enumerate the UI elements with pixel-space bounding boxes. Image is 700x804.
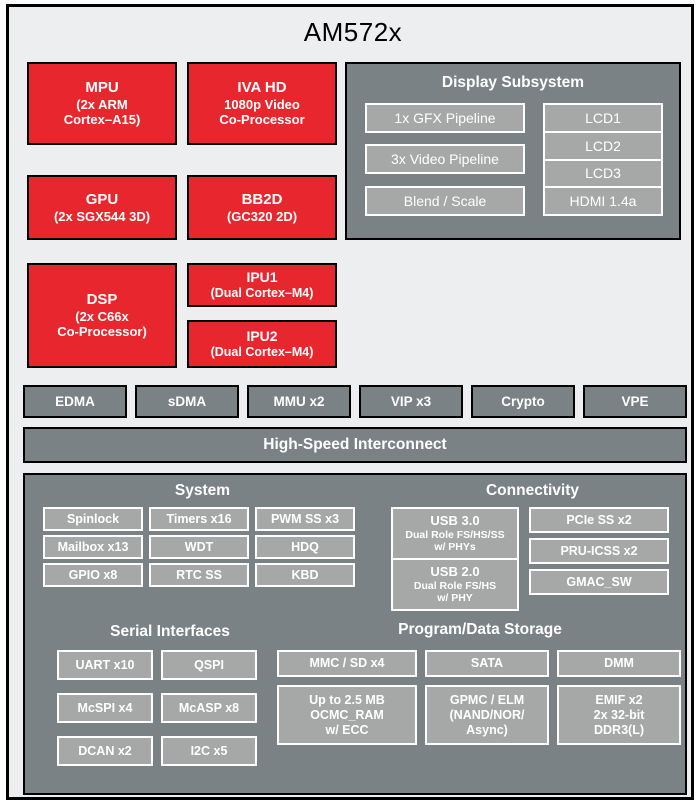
connectivity-usb-stack: USB 3.0 Dual Role FS/HS/SS w/ PHYs USB 2… — [391, 507, 519, 611]
storage-block-ocmc-ram[interactable]: Up to 2.5 MB OCMC_RAM w/ ECC — [277, 685, 417, 745]
serial-block-uart[interactable]: UART x10 — [57, 650, 153, 680]
core-gpu-line1: (2x SGX544 3D) — [53, 208, 151, 224]
core-block-iva-hd[interactable]: IVA HD 1080p Video Co-Processor — [187, 62, 337, 145]
peripheral-sdma[interactable]: sDMA — [135, 385, 239, 418]
connectivity-pcie-ss[interactable]: PCIe SS x2 — [529, 507, 669, 533]
core-iva-line2: Co-Processor — [219, 112, 305, 128]
core-block-ipu1[interactable]: IPU1 (Dual Cortex–M4) — [187, 263, 337, 307]
storage-block-gpmc-elm[interactable]: GPMC / ELM (NAND/NOR/ Async) — [425, 685, 549, 745]
system-heading: System — [174, 482, 231, 499]
ocmc-line2: OCMC_RAM — [310, 707, 384, 722]
storage-heading: Program/Data Storage — [398, 621, 562, 638]
connectivity-usb2[interactable]: USB 2.0 Dual Role FS/HS w/ PHY — [393, 560, 517, 609]
display-output-hdmi[interactable]: HDMI 1.4a — [569, 193, 637, 210]
core-block-dsp[interactable]: DSP (2x C66x Co-Processor) — [27, 263, 177, 368]
serial-interfaces-heading: Serial Interfaces — [110, 623, 230, 640]
core-iva-title: IVA HD — [237, 79, 287, 97]
emif-line1: EMIF x2 — [595, 692, 643, 707]
system-block-pwm-ss[interactable]: PWM SS x3 — [255, 507, 355, 531]
gpmc-line3: Async) — [466, 722, 508, 737]
display-pipeline-blend-scale[interactable]: Blend / Scale — [365, 186, 525, 216]
system-block-gpio[interactable]: GPIO x8 — [43, 563, 143, 587]
gpmc-line1: GPMC / ELM — [449, 692, 525, 707]
serial-block-qspi[interactable]: QSPI — [161, 650, 257, 680]
gpmc-line2: (NAND/NOR/ — [449, 707, 525, 722]
storage-block-mmc-sd[interactable]: MMC / SD x4 — [277, 650, 417, 677]
usb2-line1: Dual Role FS/HS — [413, 579, 497, 592]
core-ipu1-line1: (Dual Cortex–M4) — [210, 285, 314, 300]
core-block-mpu[interactable]: MPU (2x ARM Cortex–A15) — [27, 62, 177, 145]
core-block-ipu2[interactable]: IPU2 (Dual Cortex–M4) — [187, 320, 337, 368]
display-subsystem-panel: Display Subsystem 1x GFX Pipeline 3x Vid… — [345, 62, 681, 240]
core-mpu-line2: Cortex–A15) — [63, 112, 141, 128]
usb3-line1: Dual Role FS/HS/SS — [405, 528, 505, 541]
ocmc-line3: w/ ECC — [325, 722, 369, 737]
connectivity-pru-icss[interactable]: PRU-ICSS x2 — [529, 538, 669, 564]
peripheral-crypto[interactable]: Crypto — [471, 385, 575, 418]
core-dsp-title: DSP — [86, 291, 118, 309]
peripheral-mmu[interactable]: MMU x2 — [247, 385, 351, 418]
system-block-kbd[interactable]: KBD — [255, 563, 355, 587]
system-block-hdq[interactable]: HDQ — [255, 535, 355, 559]
emif-line3: DDR3(L) — [594, 722, 644, 737]
storage-block-dmm[interactable]: DMM — [557, 650, 681, 677]
connectivity-gmac-sw[interactable]: GMAC_SW — [529, 569, 669, 595]
core-bb2d-line1: (GC320 2D) — [226, 208, 298, 224]
serial-block-mcspi[interactable]: McSPI x4 — [57, 693, 153, 723]
connectivity-heading: Connectivity — [485, 482, 579, 499]
core-block-gpu[interactable]: GPU (2x SGX544 3D) — [27, 175, 177, 240]
display-output-lcd1[interactable]: LCD1 — [545, 105, 661, 133]
core-gpu-title: GPU — [85, 190, 119, 208]
system-block-rtc-ss[interactable]: RTC SS — [149, 563, 249, 587]
core-bb2d-title: BB2D — [241, 190, 283, 208]
page-title: AM572x — [303, 17, 403, 47]
usb3-title: USB 3.0 — [430, 512, 480, 528]
emif-line2: 2x 32-bit — [593, 707, 645, 722]
serial-block-mcasp[interactable]: McASP x8 — [161, 693, 257, 723]
core-ipu2-title: IPU2 — [246, 328, 278, 345]
connectivity-usb3[interactable]: USB 3.0 Dual Role FS/HS/SS w/ PHYs — [393, 509, 517, 560]
display-output-stack: LCD1 LCD2 LCD3 HDMI 1.4a — [543, 103, 663, 216]
peripherals-panel: System Spinlock Timers x16 PWM SS x3 Mai… — [23, 473, 687, 795]
core-dsp-line1: (2x C66x — [75, 309, 129, 325]
high-speed-interconnect-bar[interactable]: High-Speed Interconnect — [23, 427, 687, 463]
system-block-spinlock[interactable]: Spinlock — [43, 507, 143, 531]
core-iva-line1: 1080p Video — [224, 97, 300, 113]
core-dsp-line2: Co-Processor) — [57, 324, 147, 340]
core-mpu-line1: (2x ARM — [76, 97, 128, 113]
storage-block-emif[interactable]: EMIF x2 2x 32-bit DDR3(L) — [557, 685, 681, 745]
display-subsystem-heading: Display Subsystem — [441, 74, 585, 91]
usb2-line2: w/ PHY — [437, 591, 473, 604]
peripheral-edma[interactable]: EDMA — [23, 385, 127, 418]
chip-outer-frame: AM572x MPU (2x ARM Cortex–A15) IVA HD 10… — [6, 4, 694, 800]
usb2-title: USB 2.0 — [430, 563, 480, 579]
usb3-line2: w/ PHYs — [434, 540, 476, 553]
peripheral-vpe[interactable]: VPE — [583, 385, 687, 418]
system-block-mailbox[interactable]: Mailbox x13 — [43, 535, 143, 559]
core-mpu-title: MPU — [85, 79, 119, 97]
serial-block-dcan[interactable]: DCAN x2 — [57, 736, 153, 766]
display-output-lcd2[interactable]: LCD2 — [545, 133, 661, 161]
core-block-bb2d[interactable]: BB2D (GC320 2D) — [187, 175, 337, 240]
core-ipu1-title: IPU1 — [246, 269, 278, 286]
display-output-lcd3[interactable]: LCD3 — [545, 161, 661, 189]
peripheral-vip[interactable]: VIP x3 — [359, 385, 463, 418]
display-pipeline-gfx[interactable]: 1x GFX Pipeline — [365, 103, 525, 133]
ocmc-line1: Up to 2.5 MB — [309, 692, 385, 707]
system-block-timers[interactable]: Timers x16 — [149, 507, 249, 531]
serial-block-i2c[interactable]: I2C x5 — [161, 736, 257, 766]
display-pipeline-video[interactable]: 3x Video Pipeline — [365, 144, 525, 174]
storage-block-sata[interactable]: SATA — [425, 650, 549, 677]
system-block-wdt[interactable]: WDT — [149, 535, 249, 559]
core-ipu2-line1: (Dual Cortex–M4) — [210, 344, 314, 359]
